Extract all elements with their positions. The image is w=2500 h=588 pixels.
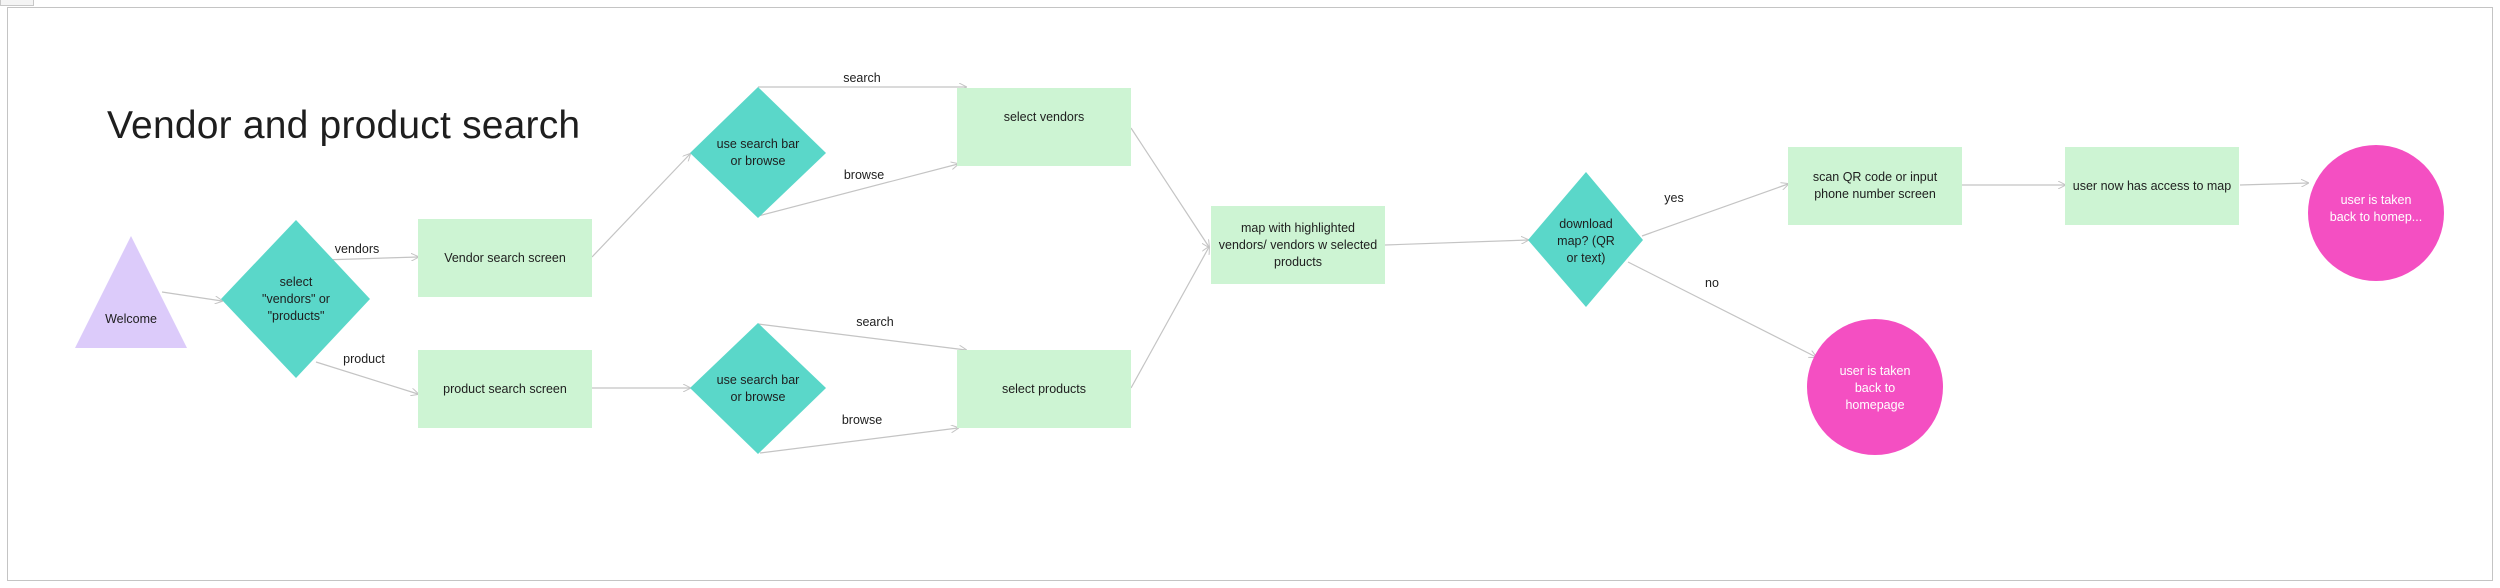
scan-qr-label: scan QR code or input phone number scree… [1812, 170, 1938, 201]
access-map-rect[interactable] [2065, 147, 2239, 225]
diagram-title: Vendor and product search [107, 104, 581, 147]
edge-product-search[interactable] [757, 323, 966, 350]
scan-qr-rect[interactable] [1788, 147, 1962, 225]
access-map-label: user now has access to map [2072, 178, 2232, 193]
back-home-no-circle[interactable] [1807, 319, 1943, 455]
edge-map-download[interactable] [1384, 240, 1528, 246]
back-home-no-label: user is taken back to homepage [1839, 363, 1911, 412]
edge-product[interactable] [315, 361, 418, 394]
edge-label-product-browse: browse [841, 413, 883, 427]
edge-vendors[interactable] [321, 257, 418, 260]
product-search-screen-rect[interactable] [418, 350, 592, 428]
edge-label-no: no [1705, 276, 1719, 290]
back-home-yes-circle[interactable] [2308, 145, 2444, 281]
product-search-decision-diamond[interactable] [690, 323, 826, 454]
edge-label-product-search: search [856, 315, 894, 329]
select-products-label: select products [1001, 381, 1087, 396]
vendor-search-screen-label: Vendor search screen [444, 250, 566, 265]
vendor-search-screen-rect[interactable] [418, 219, 592, 297]
product-search-screen-label: product search screen [443, 381, 567, 396]
select-type-diamond[interactable] [221, 220, 370, 378]
edge-vendors-map[interactable] [1130, 127, 1209, 247]
edge-welcome-select[interactable] [161, 291, 222, 301]
canvas-tab[interactable] [0, 0, 34, 6]
edge-label-vendor-browse: browse [843, 168, 885, 182]
edge-label-product: product [343, 352, 385, 366]
edge-label-vendor-search: search [843, 71, 881, 85]
edge-label-vendors: vendors [334, 242, 380, 256]
map-highlighted-label: map with highlighted vendors/ vendors w … [1218, 220, 1378, 269]
vendor-search-decision-label: use search bar or browse [716, 137, 800, 168]
edge-yes[interactable] [1641, 184, 1788, 237]
select-vendors-label: select vendors [1003, 109, 1085, 124]
select-type-label: select "vendors" or "products" [262, 274, 330, 323]
welcome-label: Welcome [105, 311, 157, 326]
welcome-triangle[interactable] [75, 236, 187, 348]
map-highlighted-rect[interactable] [1211, 206, 1385, 284]
select-vendors-rect[interactable] [957, 88, 1131, 166]
product-search-decision-label: use search bar or browse [716, 373, 800, 404]
back-home-yes-label: user is taken back to homep... [2329, 193, 2423, 224]
edge-vendor-browse[interactable] [757, 164, 958, 217]
edge-product-browse[interactable] [759, 428, 958, 454]
edge-access-home[interactable] [2239, 183, 2308, 185]
edge-vendor-screen-decision[interactable] [591, 154, 690, 258]
edge-no[interactable] [1627, 261, 1816, 357]
select-products-rect[interactable] [957, 350, 1131, 428]
download-map-diamond[interactable] [1528, 172, 1643, 307]
download-map-label: download map? (QR or text) [1557, 216, 1615, 265]
edge-products-map[interactable] [1130, 247, 1209, 389]
edge-label-yes: yes [1664, 191, 1684, 205]
vendor-search-decision-diamond[interactable] [690, 87, 826, 218]
